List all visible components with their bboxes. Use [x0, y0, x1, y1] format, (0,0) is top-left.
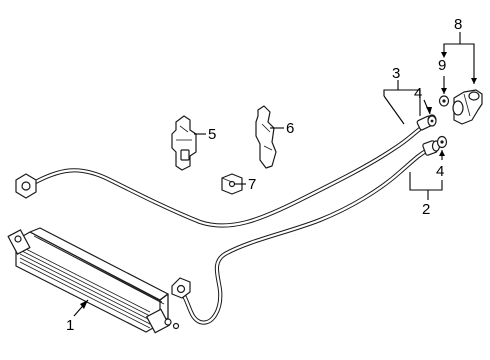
callout-4-upper: 4	[414, 85, 422, 102]
callout-4-lower: 4	[436, 163, 444, 180]
callout-2: 2	[422, 201, 430, 218]
arrowheads	[80, 52, 477, 309]
leader-lines	[73, 32, 475, 317]
callout-5: 5	[208, 126, 216, 143]
washer-lower[interactable]	[436, 135, 448, 149]
callout-7: 7	[248, 176, 256, 193]
supply-line[interactable]	[15, 114, 437, 228]
connector-fitting[interactable]	[452, 89, 483, 125]
bracket-upper[interactable]	[171, 115, 197, 171]
bracket-lower[interactable]	[255, 105, 277, 169]
callout-3: 3	[392, 65, 400, 82]
line-clip[interactable]	[221, 173, 243, 195]
callout-6: 6	[286, 120, 294, 137]
return-line[interactable]	[171, 140, 441, 325]
washer-upper[interactable]	[427, 115, 437, 127]
callout-8: 8	[454, 16, 462, 33]
callout-1: 1	[66, 317, 74, 334]
o-ring[interactable]	[438, 95, 450, 107]
oil-cooler[interactable]	[7, 227, 180, 334]
callout-9: 9	[438, 57, 446, 74]
